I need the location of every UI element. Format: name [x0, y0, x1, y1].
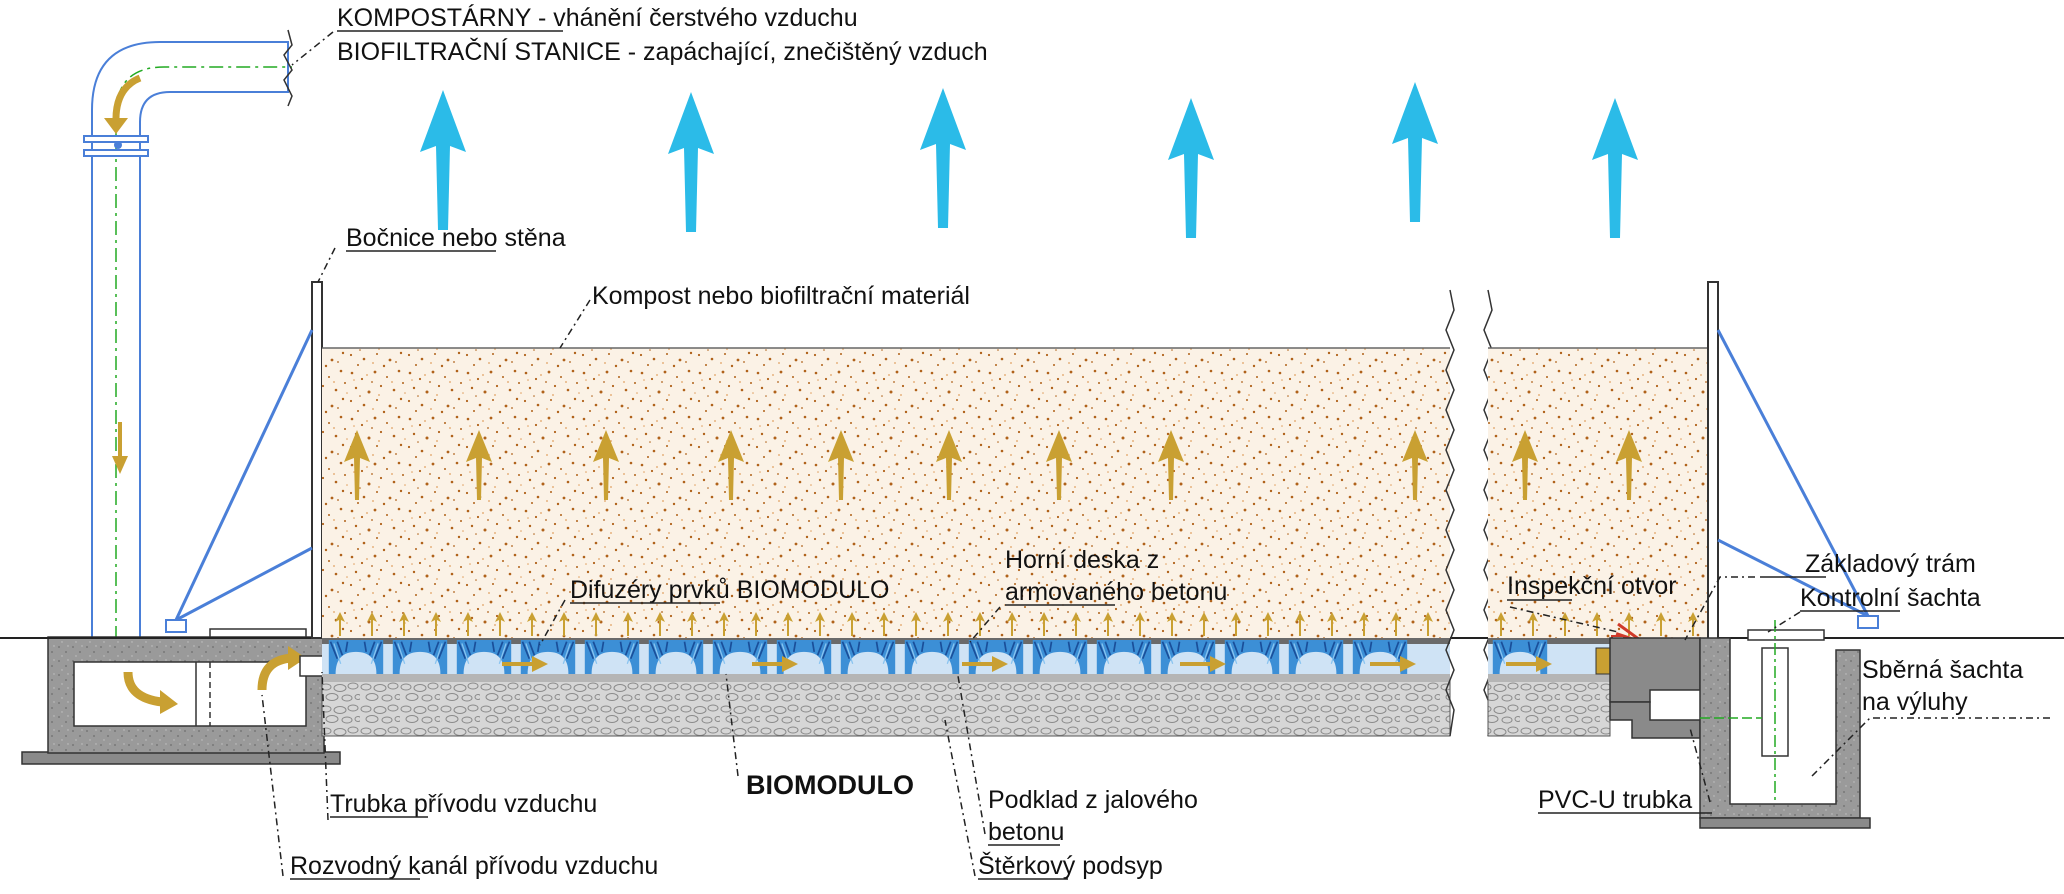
compost-layer: [322, 348, 1450, 638]
label-sberna-1: Sběrná šachta: [1862, 656, 2023, 684]
shaft-base-slab: [1699, 817, 1871, 829]
label-zakladovy: Základový trám: [1805, 550, 1976, 578]
control-shaft-cap: [1747, 629, 1825, 641]
top-slab-right: [1488, 638, 1610, 644]
clean-air-arrow: [1168, 98, 1214, 238]
leader-inspekcni: [1509, 606, 1619, 633]
clean-air-arrow: [668, 92, 714, 232]
break-mark-left: [1445, 289, 1455, 737]
duct-down-arrow-head: [112, 456, 128, 474]
leader-podklad: [957, 675, 986, 835]
leader-trubka: [321, 671, 329, 821]
leader-biomodulo: [725, 673, 739, 777]
right-brace-top: [1716, 329, 1870, 617]
label-sterkovy: Štěrkový podsyp: [978, 851, 1163, 880]
left-side-wall: [165, 281, 325, 677]
label-kompostarny: KOMPOSTÁRNY: [337, 3, 532, 32]
left-brace-anchor: [165, 619, 187, 633]
label-horni-deska-1: Horní deska z: [1005, 546, 1159, 574]
distribution-channel: [21, 628, 341, 765]
duct-flange-lower: [83, 149, 149, 157]
right-wall-panel: [1707, 281, 1719, 649]
leader-rozvodny: [261, 694, 284, 877]
leader-sterkovy: [944, 719, 976, 877]
label-biomodulo: BIOMODULO: [746, 770, 914, 800]
channel-lid: [209, 628, 307, 638]
diffuser-outflow-arrows: [335, 612, 1433, 636]
clean-air-arrow: [920, 88, 966, 228]
right-structure: [1609, 281, 1879, 829]
gravel-bedding-right: [1487, 679, 1611, 737]
duct-axis-line: [115, 66, 292, 640]
gravel-bedding: [321, 679, 1451, 737]
clean-air-arrow: [420, 90, 466, 230]
leader-lines: [261, 31, 2050, 877]
leader-kontrolni: [1767, 611, 1801, 633]
air-supply-duct: [83, 29, 293, 640]
clean-air-out-arrows: [420, 82, 1638, 238]
leader-horni-deska: [969, 606, 1001, 643]
label-rozvodny: Rozvodný kanál přívodu vzduchu: [290, 852, 658, 880]
clean-air-arrow: [1392, 82, 1438, 222]
label-pvc: PVC-U trubka: [1538, 786, 1692, 814]
air-inlet-pipe: [299, 655, 325, 677]
label-biofiltracni-desc: - zapáchající, znečištěný vzduch: [621, 38, 988, 66]
biofilter-bed-main: [321, 347, 1451, 737]
leader-bocnice: [317, 247, 336, 283]
label-biofiltracni: BIOFILTRAČNÍ STANICE: [337, 37, 621, 66]
duct-break-mark: [283, 29, 293, 107]
channel-flow-arrow-right: [257, 653, 293, 691]
pvc-trench: [1609, 701, 1701, 739]
leader-pvc: [1689, 727, 1711, 803]
channel-flow-arrow-left-head: [160, 690, 178, 714]
label-kompostarny-line: KOMPOSTÁRNY - vhánění čerstvého vzduchu: [337, 3, 858, 32]
lean-concrete-right: [1488, 672, 1610, 682]
channel-base-slab: [21, 751, 341, 765]
channel-flow-arrow-left: [123, 671, 163, 707]
right-brace-low: [1717, 538, 1869, 618]
label-inspekcni: Inspekční otvor: [1507, 572, 1677, 600]
label-podklad-1: Podklad z jalového: [988, 786, 1198, 814]
label-kompostarny-desc: - vhánění čerstvého vzduchu: [531, 4, 858, 32]
label-podklad-2: betonu: [988, 818, 1064, 846]
left-brace-top: [174, 329, 314, 621]
elbow-flow-arrow-head: [104, 118, 128, 134]
left-wall-panel: [311, 281, 323, 639]
duct-joint-marker: [114, 141, 122, 149]
duct-elbow: [91, 41, 289, 640]
right-brace-anchor: [1857, 615, 1879, 629]
lean-concrete-base: [322, 672, 1450, 682]
label-trubka: Trubka přívodu vzduchu: [330, 790, 597, 818]
labels: KOMPOSTÁRNY - vhánění čerstvého vzduchu …: [290, 3, 2023, 880]
channel-flow-arrow-right-head: [288, 646, 306, 670]
label-horni-deska-2: armovaného betonu: [1005, 578, 1227, 606]
left-brace-low: [175, 546, 313, 622]
label-biofiltracni-line: BIOFILTRAČNÍ STANICE - zapáchající, zneč…: [337, 37, 988, 66]
label-kontrolni: Kontrolní šachta: [1800, 584, 1981, 612]
elbow-flow-arrow: [112, 74, 142, 123]
clean-air-arrow: [1592, 98, 1638, 238]
label-bocnice: Bočnice nebo stěna: [346, 224, 566, 252]
leader-kompostarny: [291, 31, 334, 66]
leader-zakladovy: [1684, 576, 1755, 641]
biofilter-bed-right: [1487, 347, 1708, 737]
label-kompost: Kompost nebo biofiltrační materiál: [592, 282, 970, 310]
leader-kompost: [559, 299, 591, 349]
label-sberna-2: na výluhy: [1862, 688, 1968, 716]
label-difuzery: Difuzéry prvků BIOMODULO: [570, 576, 890, 604]
duct-flange-upper: [83, 135, 149, 143]
foundation-beam: [1609, 637, 1701, 703]
